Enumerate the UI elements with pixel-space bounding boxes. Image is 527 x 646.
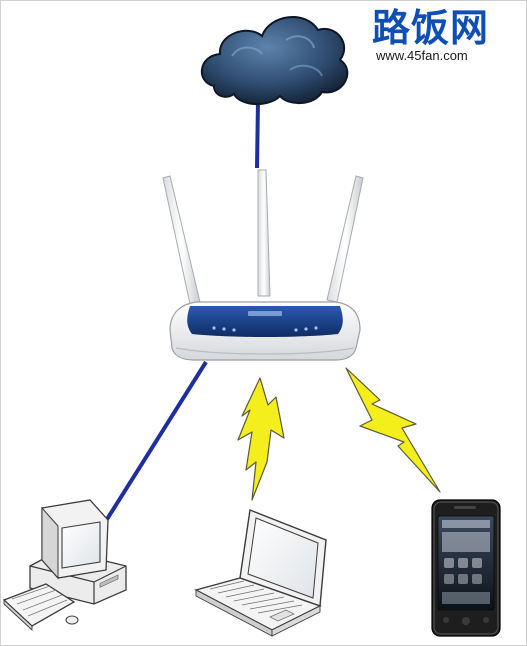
wireless-router-icon <box>162 169 364 361</box>
desktop-computer-icon <box>2 499 127 632</box>
laptop-icon <box>194 509 327 637</box>
smartphone-icon <box>431 499 501 637</box>
watermark-url: www.45fan.com <box>376 48 468 63</box>
desktop-mouse <box>65 615 79 625</box>
router-antenna-middle <box>257 169 271 297</box>
wireless-bolt-phone <box>345 367 441 493</box>
wired-link-internet-router <box>255 99 260 169</box>
laptop-screen <box>247 517 319 599</box>
site-watermark-logo: 路饭网 www.45fan.com <box>372 6 522 68</box>
wired-link-router-desktop <box>102 360 208 526</box>
desktop-monitor-screen <box>61 521 101 569</box>
router-antenna-left <box>162 175 201 305</box>
wireless-bolt-laptop <box>237 377 285 501</box>
router-antenna-right <box>326 175 364 303</box>
connection-links <box>102 99 441 526</box>
router-front-panel <box>187 306 343 337</box>
watermark-title: 路饭网 <box>372 6 490 50</box>
cloud-icon <box>200 16 349 105</box>
